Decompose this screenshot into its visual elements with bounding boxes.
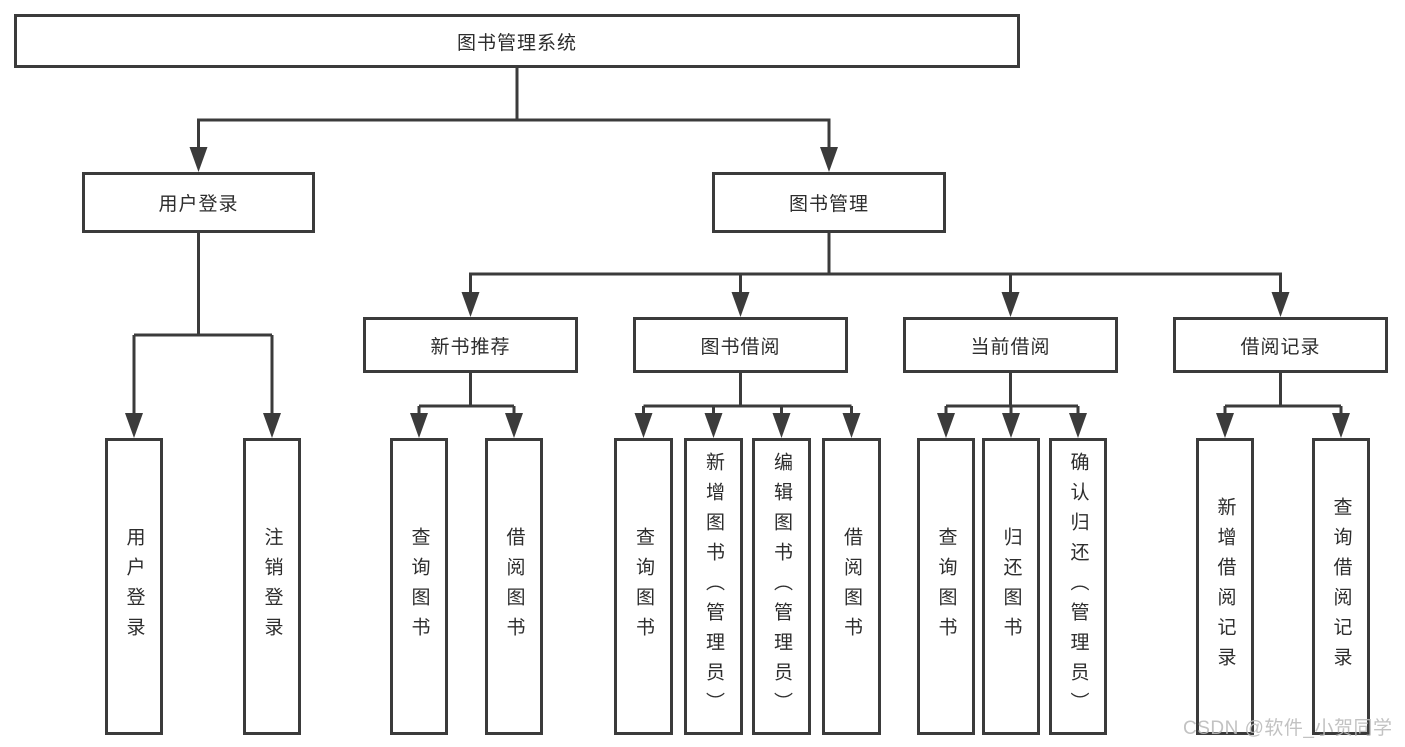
leaf-add-borrow-record: 新增借阅记录 xyxy=(1196,438,1254,735)
node-label: 注销登录 xyxy=(261,526,283,647)
leaf-return-book: 归还图书 xyxy=(982,438,1040,735)
node-library-management-system: 图书管理系统 xyxy=(14,14,1020,68)
leaf-query-books-current: 查询图书 xyxy=(917,438,975,735)
node-label: 图书管理 xyxy=(788,194,869,215)
node-label: 归还图书 xyxy=(1000,526,1022,647)
node-label: 借阅图书 xyxy=(503,526,525,647)
node-current-borrow: 当前借阅 xyxy=(903,317,1118,373)
node-label: 借阅图书 xyxy=(841,526,862,647)
leaf-logout: 注销登录 xyxy=(243,438,301,735)
node-label: 确认归还（管理员） xyxy=(1067,451,1089,722)
leaf-edit-book-admin: 编辑图书（管理员） xyxy=(752,438,811,735)
node-borrow-records: 借阅记录 xyxy=(1173,317,1388,373)
node-label: 借阅记录 xyxy=(1240,336,1321,358)
leaf-add-book-admin: 新增图书（管理员） xyxy=(684,438,743,735)
node-label: 编辑图书（管理员） xyxy=(771,451,792,722)
leaf-query-borrow-record: 查询借阅记录 xyxy=(1312,438,1370,735)
node-label: 查询图书 xyxy=(935,526,957,647)
leaf-query-books-borrow: 查询图书 xyxy=(614,438,673,735)
node-label: 用户登录 xyxy=(158,194,239,215)
node-label: 查询图书 xyxy=(633,526,654,647)
leaf-borrow-books-recommend: 借阅图书 xyxy=(485,438,543,735)
node-label: 新增图书（管理员） xyxy=(703,451,724,722)
node-new-book-recommend: 新书推荐 xyxy=(363,317,578,373)
node-label: 图书借阅 xyxy=(700,336,781,358)
node-book-management: 图书管理 xyxy=(712,172,946,233)
node-label: 图书管理系统 xyxy=(456,32,577,54)
node-label: 新增借阅记录 xyxy=(1214,496,1236,677)
node-user-login: 用户登录 xyxy=(82,172,315,233)
leaf-query-books-recommend: 查询图书 xyxy=(390,438,448,735)
node-label: 新书推荐 xyxy=(430,336,511,358)
node-label: 当前借阅 xyxy=(970,336,1051,358)
watermark: CSDN @软件_小贺同学 xyxy=(1183,718,1393,739)
leaf-confirm-return-admin: 确认归还（管理员） xyxy=(1049,438,1107,735)
leaf-user-login: 用户登录 xyxy=(105,438,163,735)
node-label: 用户登录 xyxy=(123,526,145,647)
node-book-borrow: 图书借阅 xyxy=(633,317,848,373)
leaf-borrow-books: 借阅图书 xyxy=(822,438,881,735)
node-label: 查询借阅记录 xyxy=(1330,496,1352,677)
node-label: 查询图书 xyxy=(408,526,430,647)
